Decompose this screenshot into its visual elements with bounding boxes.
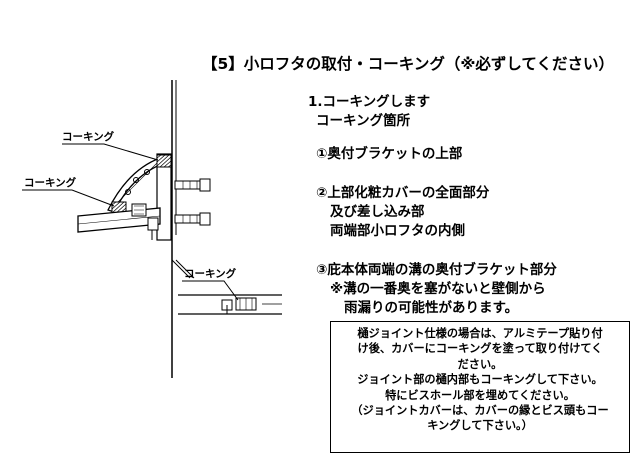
instruction-steps: 1.コーキングします コーキング箇所 ①奥付ブラケットの上部 ②上部化粧カバーの… — [308, 93, 557, 318]
item-2: ②上部化粧カバーの全面部分 — [316, 185, 490, 201]
item-1: ①奥付ブラケットの上部 — [316, 146, 463, 162]
leader-line-top — [62, 143, 159, 161]
page-title: 【5】小ロフタの取付・コーキング（※必ずしてください） — [202, 55, 614, 73]
note-line: 特にビスホール部を埋めてください。 — [385, 388, 575, 402]
note-line: 樋ジョイント仕様の場合は、アルミテープ貼り付 — [357, 327, 603, 340]
step-subheading: コーキング箇所 — [316, 113, 411, 129]
detail-diagonal — [171, 259, 191, 279]
note-line: ジョイント部の樋内部もコーキングして下さい。 — [357, 373, 603, 387]
label-caulking-top: コーキング — [62, 130, 115, 143]
leader-line-bottom — [182, 280, 239, 301]
item-3-line2: ※溝の一番奥を塞がないと壁側から — [330, 281, 546, 297]
item-3: ③庇本体両端の溝の奥付ブラケット部分 — [316, 262, 557, 278]
label-caulking-bottom: コーキング — [184, 267, 237, 280]
note-line: （ジョイントカバーは、カバーの縁とビス頭もコー — [351, 404, 609, 418]
note-line: キングして下さい。） — [427, 419, 533, 433]
label-caulking-left: コーキング — [24, 176, 77, 189]
screw-head — [144, 169, 150, 175]
screw-head — [125, 189, 131, 195]
note-line: ださい。 — [457, 357, 503, 371]
note-box: 樋ジョイント仕様の場合は、アルミテープ貼り付 け後、カバーにコーキングを塗って取… — [330, 321, 630, 453]
screw-head — [133, 177, 139, 183]
installation-diagram: コーキング コーキング コーキング — [22, 80, 282, 378]
item-2-line3: 両端部小ロフタの内側 — [330, 223, 465, 239]
item-3-line3: 雨漏りの可能性があります。 — [344, 300, 519, 316]
leader-line-left — [22, 189, 115, 207]
note-line: け後、カバーにコーキングを塗って取り付けてく — [357, 342, 603, 356]
step-heading: 1.コーキングします — [308, 94, 431, 110]
item-2-line2: 及び差し込み部 — [330, 204, 425, 220]
